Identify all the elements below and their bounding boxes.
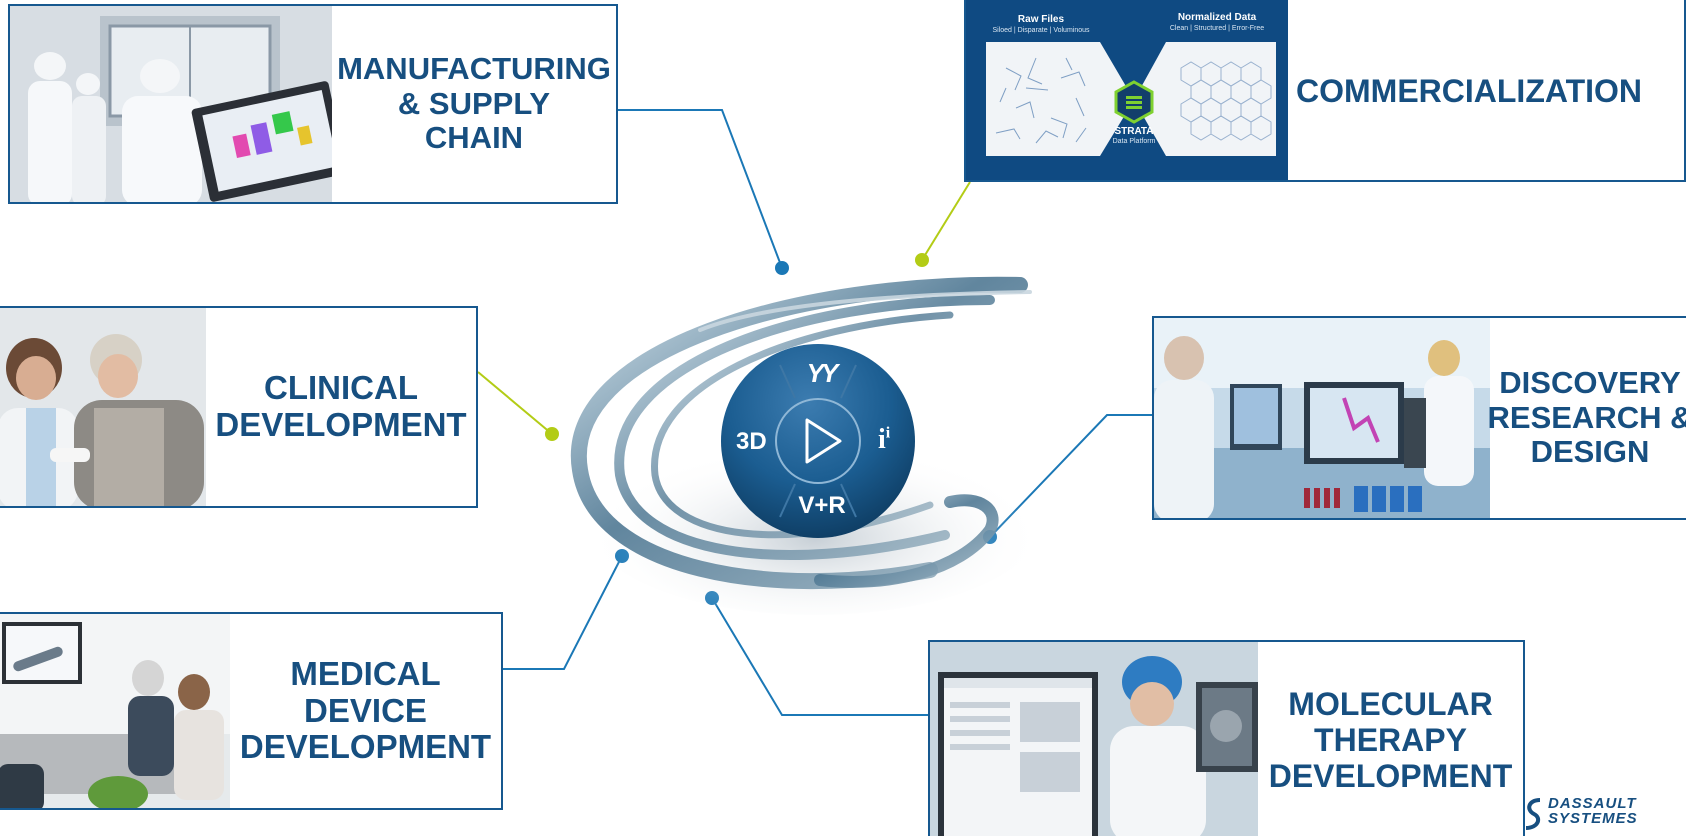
card-medical[interactable]: MEDICAL DEVICE DEVELOPMENT xyxy=(0,612,503,810)
normalized-data-title: Normalized Data xyxy=(1177,12,1257,23)
medical-title-line-3: DEVELOPMENT xyxy=(239,728,492,766)
clinical-title-line-1: CLINICAL xyxy=(264,369,418,407)
connector-commercialization xyxy=(921,181,971,261)
medical-photo xyxy=(0,614,230,808)
discovery-title-line-3: DESIGN xyxy=(1530,434,1650,470)
manufacturing-photo xyxy=(10,6,332,202)
connector-manufacturing xyxy=(618,109,783,269)
medical-title: MEDICAL DEVICE DEVELOPMENT xyxy=(230,614,501,808)
lab-image xyxy=(1154,318,1490,518)
dassault-logo-text: DASSAULT SYSTEMES xyxy=(1548,796,1638,826)
card-molecular[interactable]: MOLECULAR THERAPY DEVELOPMENT xyxy=(928,640,1525,836)
connector-dot-commercialization xyxy=(915,253,929,267)
hub-label-left: 3D xyxy=(736,428,767,455)
strata-funnel xyxy=(986,42,1276,156)
clinical-photo xyxy=(0,308,206,506)
clinical-title-line-2: DEVELOPMENT xyxy=(215,406,467,443)
molecular-title: MOLECULAR THERAPY DEVELOPMENT xyxy=(1258,642,1523,836)
strata-subtitle: Data Platform xyxy=(1112,138,1156,145)
manufacturing-title-line-3: CHAIN xyxy=(424,120,524,156)
cleanroom-image xyxy=(10,6,332,202)
play-icon xyxy=(805,418,842,464)
hub-label-top: YY xyxy=(806,358,839,388)
manufacturing-title-line-1: MANUFACTURING xyxy=(337,50,611,86)
card-manufacturing[interactable]: MANUFACTURING & SUPPLY CHAIN xyxy=(8,4,618,204)
medical-title-line-2: DEVICE xyxy=(304,691,427,729)
discovery-title: DISCOVERY RESEARCH & DESIGN xyxy=(1487,318,1686,518)
raw-files-title: Raw Files xyxy=(1017,14,1065,25)
molecular-lab-image xyxy=(930,642,1258,836)
discovery-photo xyxy=(1154,318,1490,518)
dassault-logo: DASSAULT SYSTEMES xyxy=(1522,796,1682,832)
clinical-image xyxy=(0,308,206,506)
dassault-logo-line-2: SYSTEMES xyxy=(1548,810,1638,827)
manufacturing-title: MANUFACTURING & SUPPLY CHAIN xyxy=(332,6,616,202)
dassault-logo-line-1: DASSAULT xyxy=(1548,795,1637,812)
hub-label-right: ii xyxy=(878,424,890,456)
hub-label-right-main: i xyxy=(878,424,886,455)
dassault-logo-icon xyxy=(1525,798,1541,830)
molecular-photo xyxy=(930,642,1258,836)
meeting-image xyxy=(0,614,230,808)
normalized-data-subtitle: Clean | Structured | Error-Free xyxy=(1169,25,1265,32)
commercialization-title: COMMERCIALIZATION xyxy=(1296,0,1678,180)
medical-title-line-1: MEDICAL xyxy=(290,654,441,692)
discovery-title-line-1: DISCOVERY xyxy=(1499,364,1681,400)
molecular-title-line-2: THERAPY xyxy=(1314,722,1467,759)
clinical-title: CLINICAL DEVELOPMENT xyxy=(206,308,476,506)
raw-files-subtitle: Siloed | Disparate | Voluminous xyxy=(992,27,1090,34)
discovery-title-line-2: RESEARCH & xyxy=(1487,399,1686,435)
compass-icon xyxy=(721,344,915,538)
strata-name: STRATA xyxy=(1114,126,1154,137)
hub-graphic xyxy=(570,276,1045,615)
hub-label-right-sup: i xyxy=(885,424,891,442)
commercialization-title-line-1: COMMERCIALIZATION xyxy=(1296,73,1643,110)
strata-hexagon-icon xyxy=(1114,80,1154,124)
molecular-title-line-3: DEVELOPMENT xyxy=(1268,757,1513,794)
hub-label-bottom: V+R xyxy=(798,492,846,519)
connector-clinical xyxy=(477,371,553,435)
manufacturing-title-line-2: & SUPPLY xyxy=(397,85,551,121)
strata-graphic: Raw Files Siloed | Disparate | Voluminou… xyxy=(966,0,1288,180)
card-commercialization[interactable]: Raw Files Siloed | Disparate | Voluminou… xyxy=(964,0,1686,182)
card-discovery[interactable]: DISCOVERY RESEARCH & DESIGN xyxy=(1152,316,1686,520)
molecular-title-line-1: MOLECULAR xyxy=(1288,686,1493,723)
card-clinical[interactable]: CLINICAL DEVELOPMENT xyxy=(0,306,478,508)
